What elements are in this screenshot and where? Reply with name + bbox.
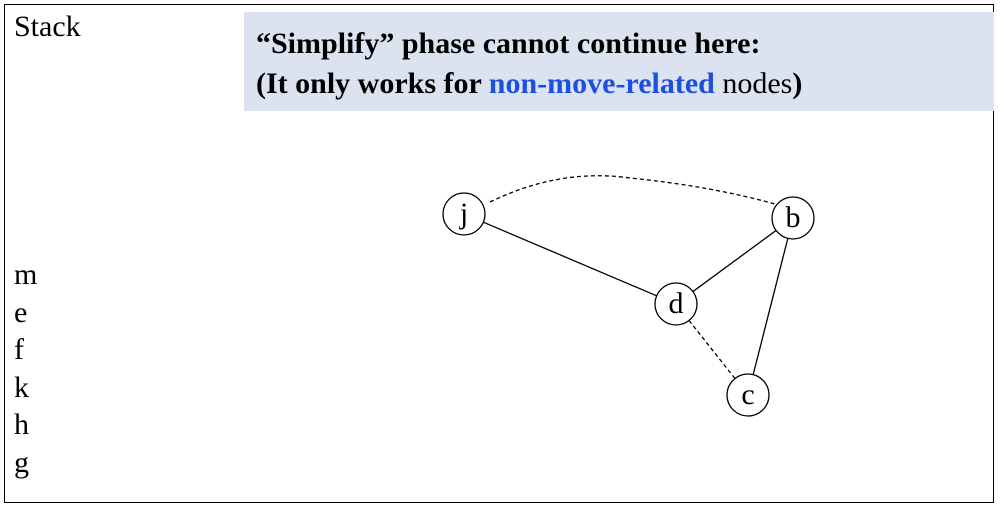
stack-item: k: [14, 370, 29, 404]
stack-item: g: [14, 445, 29, 479]
edge-j-b-move: [489, 175, 776, 205]
node-c-circle: [726, 373, 770, 417]
callout-nodes-word: nodes: [714, 67, 793, 100]
node-b-circle: [771, 196, 815, 240]
edge-b-d-interference: [692, 229, 777, 293]
node-j-label: j: [459, 197, 468, 230]
node-d: d: [654, 282, 698, 326]
node-j: j: [442, 192, 486, 236]
stack-item: h: [14, 408, 29, 441]
node-c-label: c: [741, 378, 754, 411]
node-d-label: d: [669, 287, 684, 320]
node-b-label: b: [786, 201, 801, 234]
non-move-related-highlight: non-move-related: [488, 67, 715, 100]
callout-line-2: (It only works for non-move-related node…: [256, 64, 994, 104]
edge-b-c-interference: [752, 238, 789, 375]
node-j-circle: [442, 192, 486, 236]
stack-title: Stack: [14, 10, 81, 43]
stack-item: f: [14, 333, 24, 366]
simplify-callout: “Simplify” phase cannot continue here: (…: [244, 12, 994, 111]
node-c: c: [726, 373, 770, 417]
edge-j-d-interference: [483, 221, 657, 297]
node-b: b: [771, 196, 815, 240]
callout-line-1: “Simplify” phase cannot continue here:: [256, 27, 761, 60]
stack-item: m: [14, 258, 38, 291]
callout-close-paren: ): [792, 67, 803, 100]
node-d-circle: [654, 282, 698, 326]
stack-item: e: [14, 295, 28, 329]
callout-line-2-prefix: (It only works for: [256, 67, 489, 100]
edge-d-c-move: [688, 320, 736, 379]
stack-list: m e f k h g: [14, 256, 37, 481]
